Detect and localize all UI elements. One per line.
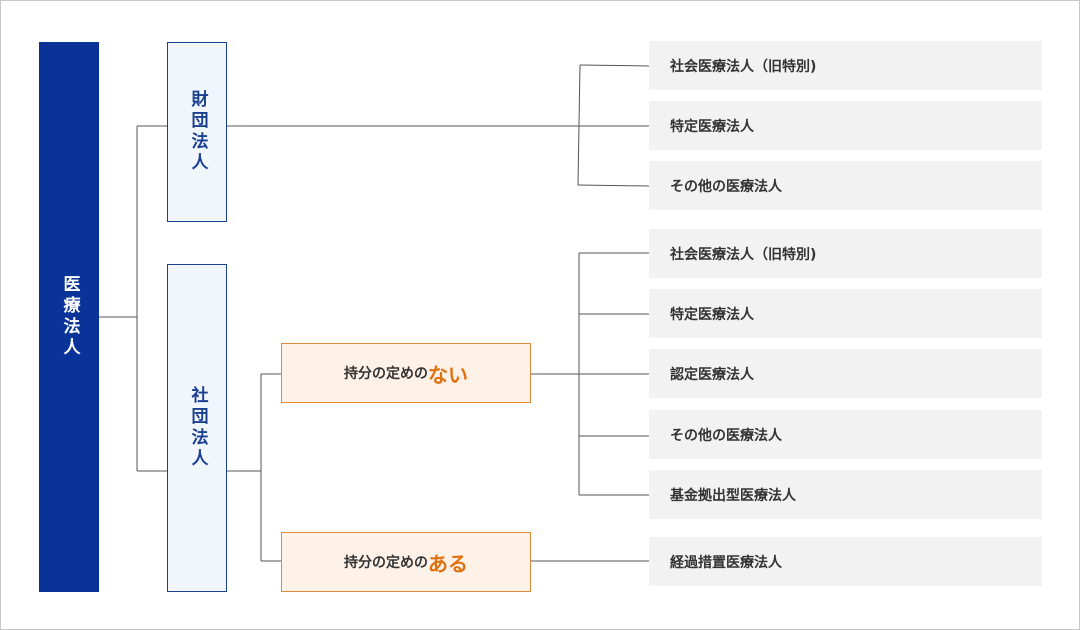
node-shadan-hojin: 社団法人 xyxy=(167,264,227,592)
node-zaidan-hojin: 財団法人 xyxy=(167,42,227,222)
root-node-iryo-hojin: 医療法人 xyxy=(39,42,99,592)
root-node-label: 医療法人 xyxy=(59,275,80,359)
leaf-zaidan-tokutei-iryo-hojin: 特定医療法人 xyxy=(649,101,1042,150)
node-shadan-label: 社団法人 xyxy=(187,386,208,470)
leaf-nai-tokutei-iryo-hojin: 特定医療法人 xyxy=(649,289,1042,338)
leaf-nai-nintei-iryo-hojin: 認定医療法人 xyxy=(649,349,1042,398)
node-mochibun-nai-emphasis: ない xyxy=(428,362,468,387)
node-zaidan-label: 財団法人 xyxy=(187,90,208,174)
connector-zaidan-leaf-1 xyxy=(579,64,650,67)
node-mochibun-nai: 持分の定めのない xyxy=(281,343,531,403)
leaf-aru-keika-sochi-iryo-hojin: 経過措置医療法人 xyxy=(649,537,1042,586)
node-mochibun-aru: 持分の定めのある xyxy=(281,532,531,592)
leaf-nai-shakai-iryo-hojin: 社会医療法人（旧特別) xyxy=(649,229,1042,278)
node-mochibun-aru-prefix: 持分の定めの xyxy=(344,555,428,571)
connector-zaidan-trunk xyxy=(577,64,581,186)
leaf-nai-sonota-iryo-hojin: その他の医療法人 xyxy=(649,410,1042,459)
node-mochibun-nai-prefix: 持分の定めの xyxy=(344,366,428,382)
node-mochibun-aru-emphasis: ある xyxy=(428,551,468,576)
leaf-zaidan-shakai-iryo-hojin: 社会医療法人（旧特別) xyxy=(649,41,1042,90)
leaf-zaidan-sonota-iryo-hojin: その他の医療法人 xyxy=(649,161,1042,210)
connector-zaidan-leaf-3 xyxy=(577,184,650,187)
leaf-nai-kikin-kyoshutsu-gata: 基金拠出型医療法人 xyxy=(649,470,1042,519)
